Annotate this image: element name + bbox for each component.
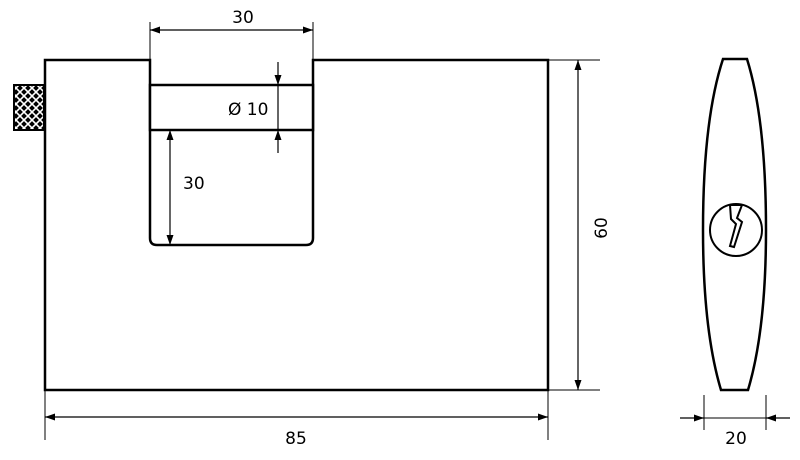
- slot-width-label: 30: [232, 8, 254, 28]
- lock-body-outline: [43, 58, 550, 392]
- body-thickness-label: 20: [725, 429, 747, 449]
- keyhole-circle: [709, 203, 763, 257]
- slot-depth-label: 30: [183, 174, 205, 194]
- body-thickness-dimension: [680, 395, 790, 430]
- slot-width-dimension: [149, 22, 314, 60]
- side-view-outline: [701, 57, 768, 392]
- body-height-dimension: [548, 59, 600, 391]
- shackle-diameter-label: Ø 10: [228, 100, 268, 120]
- knurled-knob: [13, 84, 45, 131]
- keyway-icon: [728, 204, 744, 249]
- body-width-label: 85: [285, 429, 307, 449]
- shackle-bar: [148, 83, 315, 132]
- body-width-dimension: [44, 390, 549, 440]
- body-height-label: 60: [592, 217, 612, 239]
